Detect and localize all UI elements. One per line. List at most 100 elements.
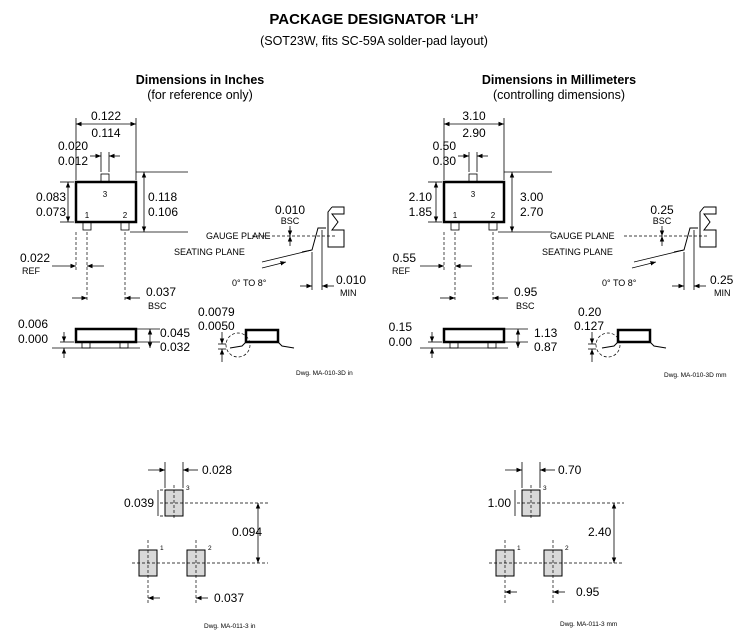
dim-standoff-max: 0.006	[18, 317, 48, 331]
dim-gauge-label: BSC	[281, 216, 300, 226]
dim-standoff-max: 0.15	[389, 320, 413, 334]
dim-height-max: 2.10	[409, 190, 433, 204]
dim-pinw-min: 0.30	[433, 154, 457, 168]
dim-span-max: 3.00	[520, 190, 544, 204]
dim-pad-vert: 0.094	[232, 525, 262, 539]
inches-pad-layout: 3 1 2 0.028 0.039 0.094 0.037 Dwg. MA-01…	[124, 462, 268, 630]
dim-min-label: MIN	[714, 288, 731, 298]
dim-thick-min: 0.032	[160, 340, 190, 354]
dim-lead-min: 0.127	[574, 319, 604, 333]
angle-label: 0° TO 8°	[232, 278, 267, 288]
dim-height-max: 0.083	[36, 190, 66, 204]
pin3-label: 3	[471, 190, 476, 199]
dim-pad-h: 0.039	[124, 496, 154, 510]
lead-pin1	[82, 221, 92, 231]
dim-min-label: MIN	[340, 288, 357, 298]
dim-lead-max: 0.20	[578, 305, 602, 319]
dim-standoff-min: 0.00	[389, 335, 413, 349]
dim-min-val: 0.25	[710, 273, 734, 287]
mm-subheader: (controlling dimensions)	[493, 88, 625, 102]
inches-pad-drawing-number: Dwg. MA-011-3 in	[204, 623, 256, 630]
dim-pad-pitch: 0.95	[576, 585, 600, 599]
dim-width-max: 0.122	[91, 109, 121, 123]
dim-width-max: 3.10	[462, 109, 486, 123]
mm-pad-drawing-number: Dwg. MA-011-3 mm	[560, 621, 617, 628]
pad3-label: 3	[186, 485, 190, 492]
inches-header: Dimensions in Inches	[136, 73, 265, 87]
seating-plane-label: SEATING PLANE	[174, 247, 245, 257]
dim-standoff-min: 0.000	[18, 332, 48, 346]
inches-side-view: 0.006 0.000 0.045 0.032	[18, 317, 190, 358]
dim-height-min: 0.073	[36, 205, 66, 219]
dim-gauge-val: 0.010	[275, 203, 305, 217]
mm-drawing-number: Dwg. MA-010-3D mm	[664, 372, 726, 379]
pin1-label: 1	[85, 211, 90, 220]
dim-span-min: 0.106	[148, 205, 178, 219]
lead-pin3	[100, 173, 110, 183]
mm-pad-layout: 3 1 2 0.70 1.00 2.40 0.95 Dwg. MA-011-3 …	[488, 462, 624, 628]
dim-thick-max: 0.045	[160, 326, 190, 340]
dim-pad-h: 1.00	[488, 496, 512, 510]
pad2-label: 2	[208, 545, 212, 552]
dim-pitch-val: 0.037	[146, 285, 176, 299]
lead-pin1	[450, 221, 460, 231]
dim-pad-pitch: 0.037	[214, 591, 244, 605]
dim-pitch-label: BSC	[516, 301, 535, 311]
dim-pitch-val: 0.95	[514, 285, 538, 299]
dim-thick-min: 0.87	[534, 340, 558, 354]
inches-lead-detail: 0.010 BSC GAUGE PLANE SEATING PLANE 0° T…	[174, 203, 366, 377]
dim-pitch-label: BSC	[148, 301, 167, 311]
pin2-label: 2	[491, 211, 496, 220]
pin3-label: 3	[103, 190, 108, 199]
inches-subheader: (for reference only)	[147, 88, 253, 102]
dim-lead-min: 0.0050	[198, 319, 235, 333]
dim-span-min: 2.70	[520, 205, 544, 219]
dim-gauge-val: 0.25	[650, 203, 674, 217]
pad1-label: 1	[160, 545, 164, 552]
dim-ref-label: REF	[22, 266, 41, 276]
pad3-label: 3	[543, 485, 547, 492]
dim-pad-vert: 2.40	[588, 525, 612, 539]
side-body	[442, 327, 506, 344]
package-body	[74, 180, 138, 224]
dim-pad-w: 0.70	[558, 463, 582, 477]
dim-span-max: 0.118	[148, 190, 177, 204]
side-body	[74, 327, 138, 344]
lead-pin2	[488, 221, 498, 231]
pad1-label: 1	[517, 545, 521, 552]
mm-top-view: 3 1 2 3.10 2.90 0.50 0.30 2.10 1.85 3.00…	[392, 109, 552, 311]
dim-lead-max: 0.0079	[198, 305, 235, 319]
inches-top-view: 3 1 2 0.122 0.114 0.020 0.012 0.083 0.0	[20, 109, 188, 311]
dim-width-min: 0.114	[91, 126, 120, 140]
pin2-label: 2	[123, 211, 128, 220]
mm-lead-detail: 0.25 BSC GAUGE PLANE SEATING PLANE 0° TO…	[542, 203, 734, 379]
inches-panel: Dimensions in Inches (for reference only…	[18, 73, 366, 630]
dim-ref-val: 0.022	[20, 251, 50, 265]
angle-label: 0° TO 8°	[602, 278, 637, 288]
mm-header: Dimensions in Millimeters	[482, 73, 636, 87]
dim-width-min: 2.90	[462, 126, 486, 140]
inches-drawing-number: Dwg. MA-010-3D in	[296, 370, 353, 377]
dim-gauge-label: BSC	[653, 216, 672, 226]
dim-pinw-min: 0.012	[58, 154, 88, 168]
gauge-plane-label: GAUGE PLANE	[206, 231, 271, 241]
dim-thick-max: 1.13	[534, 326, 558, 340]
dim-pinw-max: 0.50	[433, 139, 457, 153]
dim-ref-label: REF	[392, 266, 411, 276]
gauge-plane-label: GAUGE PLANE	[550, 231, 615, 241]
package-body	[442, 180, 506, 224]
dim-pinw-max: 0.020	[58, 139, 88, 153]
mm-panel: Dimensions in Millimeters (controlling d…	[389, 73, 734, 628]
dim-pad-w: 0.028	[202, 463, 232, 477]
pin1-label: 1	[453, 211, 458, 220]
pad2-label: 2	[565, 545, 569, 552]
dim-min-val: 0.010	[336, 273, 366, 287]
mm-side-view: 0.15 0.00 1.13 0.87	[389, 320, 558, 358]
seating-plane-label: SEATING PLANE	[542, 247, 613, 257]
lead-pin3	[468, 173, 478, 183]
lead-pin2	[120, 221, 130, 231]
page-title: PACKAGE DESIGNATOR ‘LH’	[269, 11, 478, 28]
dim-height-min: 1.85	[409, 205, 433, 219]
dim-ref-val: 0.55	[393, 251, 417, 265]
page-subtitle: (SOT23W, fits SC-59A solder-pad layout)	[260, 34, 488, 48]
